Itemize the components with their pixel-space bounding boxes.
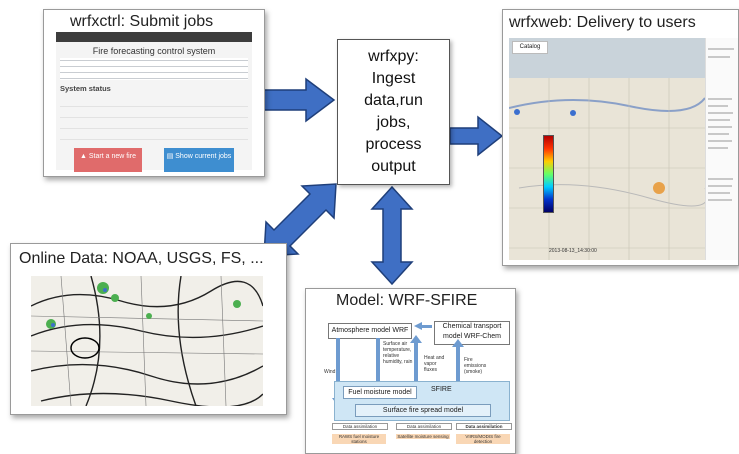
sfire-band: Fuel moisture model SFIRE Surface fire s… <box>334 381 510 421</box>
table-row <box>60 118 248 129</box>
color-scale-bar <box>543 135 554 213</box>
table-row <box>60 96 248 107</box>
data-assimilation-2: Data assimilation <box>396 423 452 430</box>
weather-map-image <box>31 276 263 406</box>
control-system-header: Fire forecasting control system <box>92 46 216 56</box>
fire-emissions-label: Fire emissions (smoke) <box>464 357 487 375</box>
wind-label: Wind <box>324 369 336 375</box>
wrfxpy-box: wrfxpy: Ingest data,run jobs, process ou… <box>337 39 450 185</box>
heat-fluxes-label: Heat and vapor fluxes <box>424 355 445 373</box>
list-icon: ▤ <box>166 153 176 160</box>
online-data-panel: Online Data: NOAA, USGS, FS, ... <box>10 243 287 415</box>
layer-sidebar[interactable] <box>705 38 738 260</box>
fire-perimeter <box>653 182 665 194</box>
fuel-moisture-box: Fuel moisture model <box>343 386 417 399</box>
animation-timestamp: 2013-08-13_14:30:00 <box>549 248 597 254</box>
raws-source: RAWS fuel moisture stations <box>332 434 386 444</box>
table-row <box>60 129 248 140</box>
layer-checkbox-list <box>708 48 734 201</box>
viirs-source: VIIRS/MODIS fire detection <box>456 434 510 444</box>
satellite-source: Satellite moisture sensing <box>396 434 450 439</box>
data-assimilation-1: Data assimilation <box>332 423 388 430</box>
chemical-transport-box: Chemical transport model WRF-Chem <box>434 321 510 345</box>
app-navbar <box>56 32 252 42</box>
fire-icon: ▲ <box>80 153 89 160</box>
show-current-jobs-button[interactable]: ▤ Show current jobs <box>164 148 234 172</box>
start-new-fire-button[interactable]: ▲ Start a new fire <box>74 148 142 172</box>
sfire-label: SFIRE <box>431 386 452 393</box>
surface-air-label: Surface air temperature, relative humidi… <box>383 341 413 365</box>
system-status-heading: System status <box>60 84 111 93</box>
wrfxweb-title: wrfxweb: Delivery to users <box>509 14 696 31</box>
arrow-ctrl-to-wrfxpy <box>263 77 336 123</box>
wrfxweb-panel: wrfxweb: Delivery to users Catalog 2013-… <box>502 9 739 266</box>
data-assimilation-3: Data assimilation <box>456 423 512 430</box>
table-row <box>60 107 248 118</box>
model-panel: Model: WRF-SFIRE Atmosphere model WRF Ch… <box>305 288 516 454</box>
arrow-wrfxpy-model <box>370 185 414 286</box>
fire-map[interactable]: Catalog 2013-08-13_14:30:00 <box>509 38 705 260</box>
atmosphere-model-box: Atmosphere model WRF <box>328 323 412 339</box>
arrow-wrfxpy-to-web <box>449 115 504 157</box>
wrfxpy-text: wrfxpy: Ingest data,run jobs, process ou… <box>364 48 423 175</box>
status-table <box>60 96 248 140</box>
online-data-title: Online Data: NOAA, USGS, FS, ... <box>19 250 264 267</box>
surface-fire-spread-box: Surface fire spread model <box>355 404 491 417</box>
map-features <box>509 38 705 260</box>
intro-text-lines <box>60 58 248 80</box>
wrfxctrl-title: wrfxctrl: Submit jobs <box>70 13 214 30</box>
model-title: Model: WRF-SFIRE <box>336 292 478 309</box>
catalog-button[interactable]: Catalog <box>512 41 548 54</box>
wrfxctrl-screenshot: Fire forecasting control system System s… <box>56 32 252 172</box>
wrfxctrl-panel: wrfxctrl: Submit jobs Fire forecasting c… <box>43 9 265 177</box>
